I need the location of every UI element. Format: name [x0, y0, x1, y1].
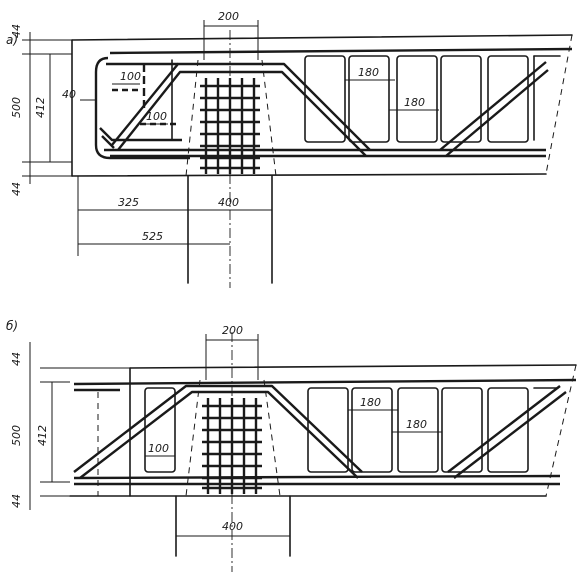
panel-b-longitudinal-bars [73, 378, 577, 486]
panel-a-dim-200: 200 [218, 10, 239, 23]
panel-a-stirrups [171, 55, 561, 143]
panel-a-dim-325: 325 [118, 196, 139, 209]
panel-b-dim-cover-bottom: 44 [10, 494, 23, 508]
panel-a-dim-cover-bottom: 44 [10, 182, 23, 196]
panel-b-column [175, 332, 291, 572]
panel-b-bent-bars [73, 384, 567, 479]
panel-b-dim-cover-top: 44 [10, 352, 23, 366]
panel-a-dim-100-upper: 100 [120, 70, 141, 83]
panel-a-short-bars [112, 64, 178, 126]
panel-a-dim-180-lower: 180 [404, 96, 425, 109]
panel-b-joint-mesh [185, 379, 281, 497]
panel-b: б) [6, 319, 577, 572]
panel-a-dim-inner: 412 [34, 97, 47, 118]
panel-a-beam-outline [71, 34, 573, 177]
panel-a-dim-180-upper: 180 [358, 66, 379, 79]
panel-a-dim-100-lower: 100 [146, 110, 167, 123]
panel-a-longitudinal-bars [94, 47, 573, 160]
panel-a-dim-40: 40 [62, 88, 76, 101]
panel-b-dim-height: 500 [10, 425, 23, 446]
panel-b-dimensions: 200 44 500 412 44 100 180 180 400 [10, 324, 442, 537]
panel-b-label: б) [6, 319, 18, 333]
panel-a: а) [6, 10, 573, 288]
panel-a-dimensions: 200 44 500 412 44 40 100 100 180 180 [10, 10, 439, 256]
panel-a-dim-525: 525 [142, 230, 163, 243]
panel-b-dim-inner: 412 [36, 425, 49, 446]
panel-a-dim-400: 400 [218, 196, 239, 209]
panel-a-dim-cover-top: 44 [10, 24, 23, 38]
panel-b-dim-400: 400 [222, 520, 243, 533]
panel-b-stirrups [144, 387, 559, 473]
panel-b-beam-outline [69, 364, 577, 497]
panel-b-dim-180-lower: 180 [406, 418, 427, 431]
panel-a-joint-mesh [185, 59, 277, 177]
panel-a-dim-height: 500 [10, 97, 23, 118]
panel-a-label: а) [6, 33, 18, 47]
panel-b-dim-200: 200 [222, 324, 243, 337]
panel-b-dim-100: 100 [148, 442, 169, 455]
panel-b-dim-180-upper: 180 [360, 396, 381, 409]
